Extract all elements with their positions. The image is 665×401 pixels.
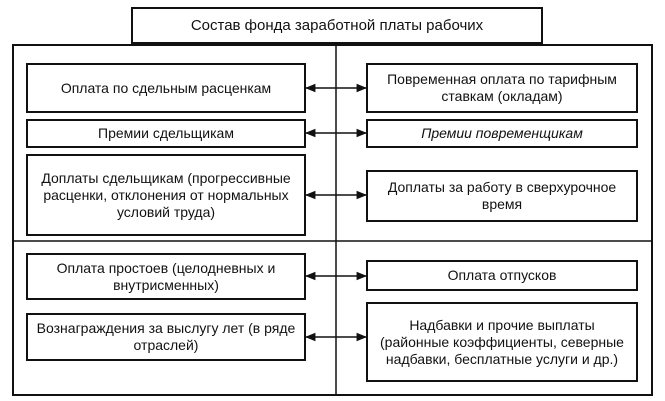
right-box-1: Повременная оплата по тарифным ставкам (… [366,63,638,113]
title-box: Состав фонда заработной платы рабочих [131,7,543,44]
diagram-frame [12,44,653,396]
left-box-4: Оплата простоев (целодневных и внутрисме… [26,253,306,300]
left-box-3: Доплаты сдельщикам (прогрессивные расцен… [26,154,306,236]
right-box-5: Надбавки и прочие выплаты (районные коэф… [366,302,638,382]
left-box-2: Премии сдельщикам [26,119,306,148]
right-box-2: Премии повременщикам [366,119,638,148]
left-box-5: Вознаграждения за выслугу лет (в ряде от… [26,313,306,361]
right-box-3: Доплаты за работу в сверхурочное время [366,170,638,222]
right-box-4: Оплата отпусков [366,260,638,291]
left-box-1: Оплата по сдельным расценкам [26,63,306,113]
